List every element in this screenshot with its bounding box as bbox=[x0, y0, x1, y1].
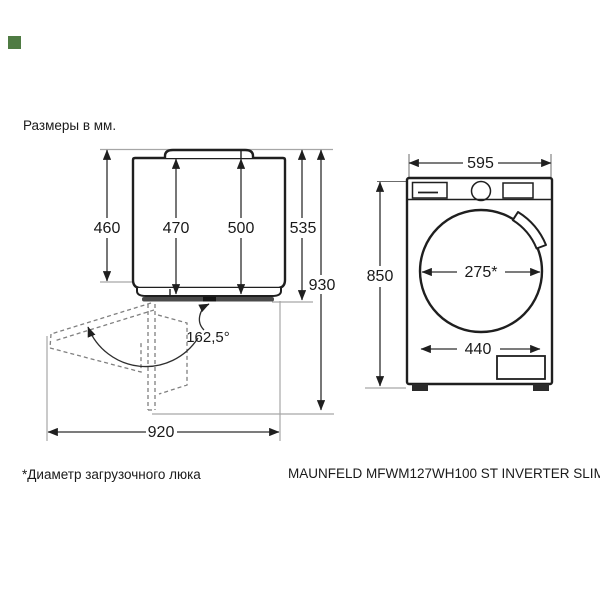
top-view-dimension-lines bbox=[47, 149, 326, 437]
units-note: Размеры в мм. bbox=[23, 118, 116, 133]
dim-850-label: 850 bbox=[367, 268, 394, 285]
dim-440-label: 440 bbox=[465, 341, 492, 358]
front-view: 595 850 275* 440 bbox=[365, 154, 554, 391]
door-hinge-mark bbox=[203, 296, 216, 302]
dim-275-label: 275* bbox=[465, 264, 498, 281]
angle-leader-arrow bbox=[198, 303, 210, 331]
door-angle-label: 162,5° bbox=[186, 329, 230, 346]
door-open-edge-2 bbox=[53, 309, 155, 342]
door-open-edge-1 bbox=[50, 302, 152, 335]
dim-500-label: 500 bbox=[228, 220, 255, 237]
machine-plinth bbox=[136, 288, 282, 297]
door-swing-arc bbox=[87, 326, 199, 368]
dim-535-label: 535 bbox=[290, 220, 317, 237]
door-open-tip bbox=[49, 333, 52, 349]
service-hatch bbox=[496, 355, 546, 380]
model-name: MAUNFELD MFWM127WH100 ST INVERTER SLIM bbox=[288, 466, 600, 481]
dim-595-label: 595 bbox=[467, 155, 494, 172]
door-diameter-footnote: *Диаметр загрузочного люка bbox=[22, 467, 201, 482]
door-mid-outline bbox=[49, 342, 142, 373]
door-handle bbox=[511, 211, 547, 250]
front-view-dimension-lines bbox=[375, 158, 552, 387]
foot-left bbox=[412, 384, 428, 391]
dim-930-label: 930 bbox=[309, 277, 336, 294]
program-knob bbox=[470, 180, 492, 202]
dim-470-label: 470 bbox=[163, 220, 190, 237]
dim-460-label: 460 bbox=[94, 220, 121, 237]
foot-right bbox=[533, 384, 549, 391]
detergent-drawer bbox=[411, 181, 448, 199]
machine-lid bbox=[163, 148, 255, 158]
door-open-dashed-group bbox=[49, 302, 188, 411]
top-view: 162,5° 460 470 500 535 930 920 bbox=[46, 148, 336, 441]
machine-body-outline bbox=[131, 156, 287, 290]
dim-920-label: 920 bbox=[148, 424, 175, 441]
display-panel bbox=[502, 182, 534, 199]
door-face-outline bbox=[157, 314, 188, 395]
door-circle bbox=[418, 208, 544, 334]
green-badge bbox=[8, 36, 21, 49]
